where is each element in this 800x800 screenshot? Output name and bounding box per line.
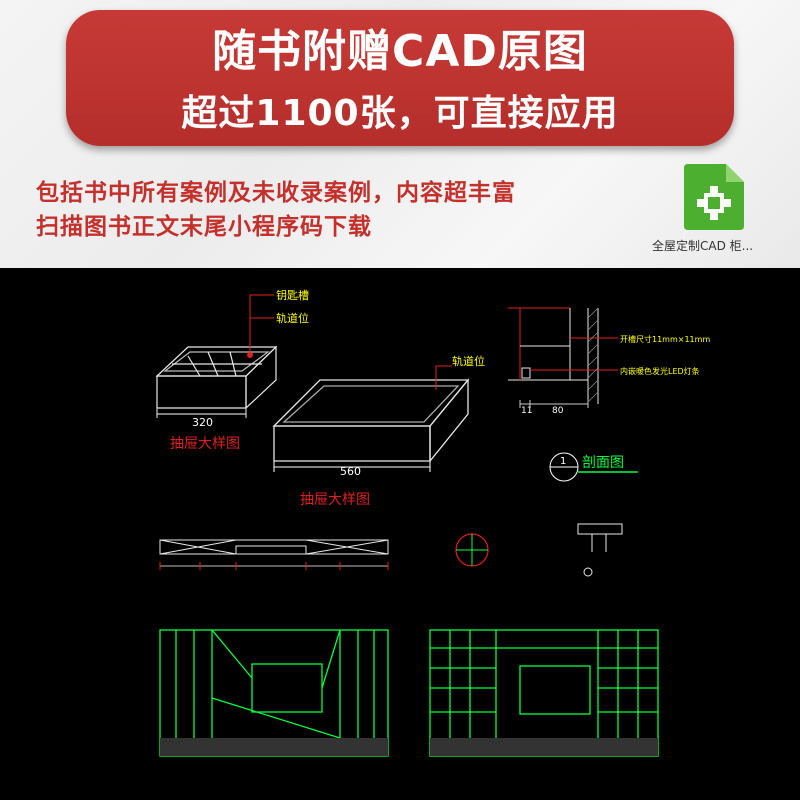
cabinet-elevation-right (429, 629, 659, 757)
small-drawer-callout-2: 轨道位 (276, 311, 309, 325)
banner-subtitle: 超过1100张，可直接应用 (181, 93, 619, 134)
header-area: 随书附赠CAD原图 超过1100张，可直接应用 包括书中所有案例及未收录案例，内… (0, 0, 800, 268)
description: 包括书中所有案例及未收录案例，内容超丰富 扫描图书正文末尾小程序码下载 (36, 176, 516, 244)
section-note-1: 开槽尺寸11mm×11mm (620, 334, 710, 344)
promo-banner: 随书附赠CAD原图 超过1100张，可直接应用 (66, 10, 734, 146)
large-drawer-callout: 轨道位 (452, 354, 485, 368)
plan-dim-ticks (159, 562, 389, 570)
large-drawer-caption: 抽屉大样图 (300, 492, 370, 508)
section-title-marker (549, 452, 638, 482)
cad-canvas: 钥匙槽 轨道位 320 抽屉大样图 轨道位 560 抽屉大样图 (155, 288, 710, 757)
large-drawer (272, 378, 470, 472)
right-elevation-base (430, 738, 658, 756)
small-drawer-caption: 抽屉大样图 (170, 436, 240, 452)
mini-section (577, 523, 623, 577)
section-dim-b: 80 (552, 406, 564, 416)
small-drawer-leaders (249, 294, 274, 355)
section-title: 剖面图 (582, 455, 624, 471)
small-drawer-dim: 320 (192, 416, 213, 429)
section-dim-a: 11 (521, 406, 532, 416)
left-elevation-base (160, 738, 388, 756)
large-drawer-dim: 560 (340, 465, 361, 478)
section-number: 1 (560, 456, 566, 467)
cabinet-elevation-left (159, 629, 389, 757)
description-line-1: 包括书中所有案例及未收录案例，内容超丰富 (36, 180, 516, 206)
section-detail (508, 307, 618, 408)
description-line-2: 扫描图书正文末尾小程序码下载 (36, 214, 372, 240)
cad-file-icon[interactable] (682, 162, 746, 232)
section-note-2: 内嵌暖色发光LED灯条 (620, 366, 700, 376)
cad-drawing: 钥匙槽 轨道位 320 抽屉大样图 轨道位 560 抽屉大样图 (0, 268, 800, 800)
large-drawer-leader (435, 365, 452, 390)
detail-circle (455, 533, 489, 567)
file-label[interactable]: 全屋定制CAD 柜... (652, 239, 754, 253)
small-drawer (155, 345, 278, 418)
wall-hatch (587, 307, 599, 403)
banner-title: 随书附赠CAD原图 (212, 26, 588, 77)
cabinet-plan (159, 539, 389, 567)
small-drawer-callout-1: 钥匙槽 (276, 288, 309, 302)
